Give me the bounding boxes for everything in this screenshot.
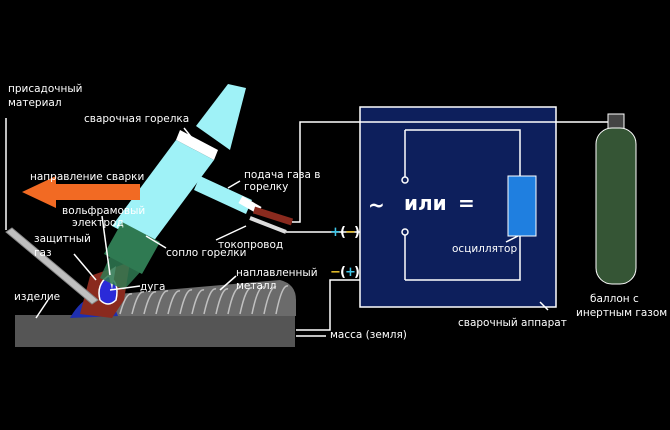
label-gas-feed-1: подача газа в [244, 169, 320, 181]
label-deposited-2: металл [236, 280, 276, 292]
label-ground: масса (земля) [330, 329, 407, 341]
polarity-bottom-paren-close: ) [354, 265, 360, 280]
label-tungsten-2: электрод [72, 217, 124, 229]
label-tungsten-1: вольфрамовый [62, 205, 145, 217]
label-direction: направление сварки [30, 171, 144, 183]
label-gas-feed-2: горелку [244, 181, 288, 193]
dc-symbol: = [458, 191, 475, 215]
label-cylinder-2: инертным газом [576, 307, 667, 319]
label-oscillator: осциллятор [452, 243, 517, 255]
direction-arrow [22, 176, 140, 208]
label-or: или [404, 191, 447, 215]
terminal-top [401, 176, 409, 184]
conductor-hose [249, 216, 287, 234]
polarity-top-plus: + [330, 225, 341, 240]
label-cylinder-1: баллон с [590, 293, 639, 305]
gas-cylinder [595, 113, 637, 285]
ac-symbol: ~ [368, 193, 385, 217]
label-torch: сварочная горелка [84, 113, 189, 125]
polarity-top-paren-close: ) [354, 225, 360, 240]
label-filler-1: присадочный [8, 83, 82, 95]
label-nozzle: сопло горелки [166, 247, 246, 259]
filler-rod [5, 227, 99, 305]
label-welder: сварочный аппарат [458, 317, 567, 329]
polarity-bottom-plus: + [345, 265, 356, 280]
label-shield-2: газ [34, 247, 52, 259]
polarity-top-paren-open: ( [340, 225, 346, 240]
deposited-metal [95, 280, 296, 316]
welding-torch [112, 84, 262, 246]
label-conductor: токопровод [218, 239, 283, 251]
label-filler-2: материал [8, 97, 62, 109]
label-shield-1: защитный [34, 233, 91, 245]
terminal-bottom [401, 228, 409, 236]
gas-hose [252, 206, 294, 226]
oscillator [507, 175, 537, 237]
polarity-top-minus: − [345, 225, 356, 240]
polarity-bottom-paren-open: ( [340, 265, 346, 280]
polarity-bottom-minus: − [330, 265, 341, 280]
label-workpiece: изделие [14, 291, 60, 303]
label-arc: дуга [140, 281, 165, 293]
wiring [5, 118, 608, 337]
workpiece [15, 315, 295, 347]
label-deposited-1: наплавленный [236, 267, 318, 279]
